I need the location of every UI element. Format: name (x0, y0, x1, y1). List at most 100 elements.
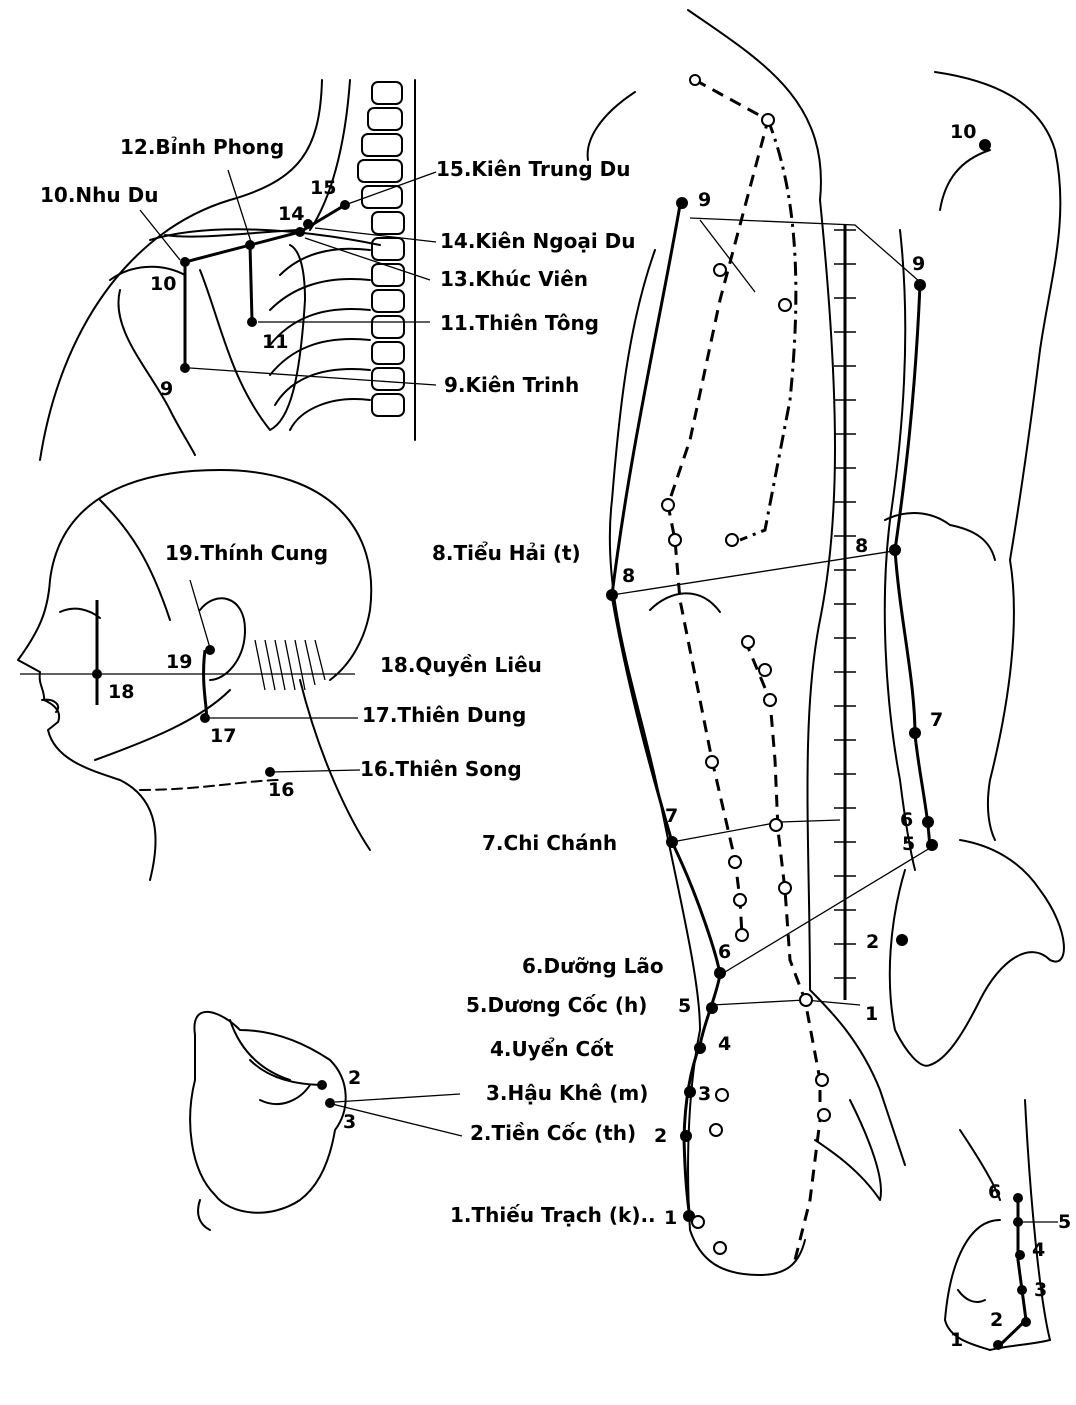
point-6 (714, 967, 726, 979)
point-5 (706, 1002, 718, 1014)
label-1: 1.Thiếu Trạch (k).. (450, 1203, 656, 1227)
label-18: 18.Quyền Liêu (380, 653, 542, 677)
num-7-right: 7 (930, 709, 943, 731)
num-3-fist: 3 (343, 1111, 356, 1133)
num-10: 10 (150, 273, 176, 295)
label-17: 17.Thiên Dung (362, 703, 526, 727)
point-11 (247, 317, 257, 327)
point-7-right (909, 727, 921, 739)
small-hand-finger (958, 1290, 985, 1302)
num-16: 16 (268, 779, 294, 801)
num-9-right: 9 (912, 253, 925, 275)
num-2-fist: 2 (348, 1067, 361, 1089)
label-19: 19.Thính Cung (165, 541, 328, 565)
connector-6 (720, 845, 935, 975)
hairline (100, 500, 170, 620)
label-11: 11.Thiên Tông (440, 311, 599, 335)
label-10: 10.Nhu Du (40, 183, 158, 207)
num-2-right: 2 (866, 931, 879, 953)
label-16: 16.Thiên Song (360, 757, 522, 781)
fist-outline (190, 1012, 346, 1213)
point-10 (180, 257, 190, 267)
point-8-right (889, 544, 901, 556)
scapula (200, 245, 305, 430)
num-2-arm: 2 (654, 1125, 667, 1147)
arm-panel: 9 8 7 6 4 8 1 8.Tiểu Hải (t) 7.Chi Chánh… (432, 10, 935, 1275)
connector-7 (672, 820, 840, 842)
elbow-curve (650, 593, 720, 612)
small-hand-panel: 6 5 4 3 2 1 (945, 1100, 1071, 1351)
thumb-line (260, 1085, 310, 1104)
right-arm-panel: 10 9 7 6 5 2 (866, 72, 1064, 1066)
point-2-small (1021, 1317, 1031, 1327)
dashdot-meridian (740, 120, 796, 540)
label-13: 13.Khúc Viên (440, 267, 588, 291)
point-4 (694, 1042, 706, 1054)
scapula-meridian (250, 245, 252, 320)
shoulder-top (940, 150, 990, 210)
eye (60, 609, 100, 618)
leader-3 (335, 1094, 460, 1102)
num-17: 17 (210, 725, 236, 747)
num-4-small: 4 (1032, 1239, 1045, 1261)
num-3-arm: 3 (698, 1083, 711, 1105)
num-5-arm: 5 (678, 995, 691, 1017)
hair-shading (255, 640, 325, 690)
leader-9-shoulder (190, 368, 436, 385)
label-8: 8.Tiểu Hải (t) (432, 541, 581, 565)
right-meridian (895, 285, 930, 850)
point-5-right (926, 839, 938, 851)
leader-14 (315, 228, 436, 242)
num-3-small: 3 (1034, 1279, 1047, 1301)
point-14 (303, 219, 313, 229)
neck-line (140, 780, 280, 790)
mouth (42, 700, 58, 712)
num-9: 9 (698, 189, 711, 211)
point-3-small (1017, 1285, 1027, 1295)
open-points (662, 75, 830, 1254)
head-panel: 19.Thính Cung 18.Quyền Liêu 17.Thiên Dun… (18, 470, 542, 880)
right-arm-outline (935, 72, 1060, 840)
num-10-right: 10 (950, 121, 976, 143)
shoulder-curve (588, 92, 635, 160)
point-9-right (914, 279, 926, 291)
num-4: 4 (718, 1033, 731, 1055)
leader-19 (190, 580, 210, 648)
label-7: 7.Chi Chánh (482, 831, 617, 855)
small-hand-outline (1025, 1100, 1050, 1340)
point-3 (684, 1086, 696, 1098)
num-18: 18 (108, 681, 134, 703)
label-2: 2.Tiền Cốc (th) (470, 1121, 636, 1145)
point-2-right (896, 934, 908, 946)
fist-panel: 2 3 (190, 1012, 462, 1230)
point-2-fist (317, 1080, 327, 1090)
wrist-line (198, 1200, 210, 1230)
point-6-right (922, 816, 934, 828)
connector-5 (712, 1000, 860, 1005)
leader-16 (272, 770, 360, 772)
label-5: 5.Dương Cốc (h) (466, 993, 647, 1017)
label-15: 15.Kiên Trung Du (436, 157, 630, 181)
num-11: 11 (262, 331, 288, 353)
face-profile (18, 580, 156, 880)
num-14: 14 (278, 203, 304, 225)
point-9-shoulder (180, 363, 190, 373)
num-1-arm: 1 (664, 1207, 677, 1229)
point-12 (245, 240, 255, 250)
num-6-small: 6 (988, 1181, 1001, 1203)
point-2 (680, 1130, 692, 1142)
num-15: 15 (310, 177, 336, 199)
num-8-scale: 8 (855, 535, 868, 557)
arm-outline-right (688, 10, 905, 1165)
point-6-small (1013, 1193, 1023, 1203)
label-3: 3.Hậu Khê (m) (486, 1081, 648, 1105)
label-4: 4.Uyển Cốt (490, 1037, 614, 1061)
point-1-small (993, 1340, 1003, 1350)
num-1-scale: 1 (865, 1003, 878, 1025)
point-13 (295, 227, 305, 237)
num-5-right: 5 (902, 833, 915, 855)
leader-13 (305, 238, 430, 280)
point-9 (676, 197, 688, 209)
point-4-small (1015, 1250, 1025, 1260)
